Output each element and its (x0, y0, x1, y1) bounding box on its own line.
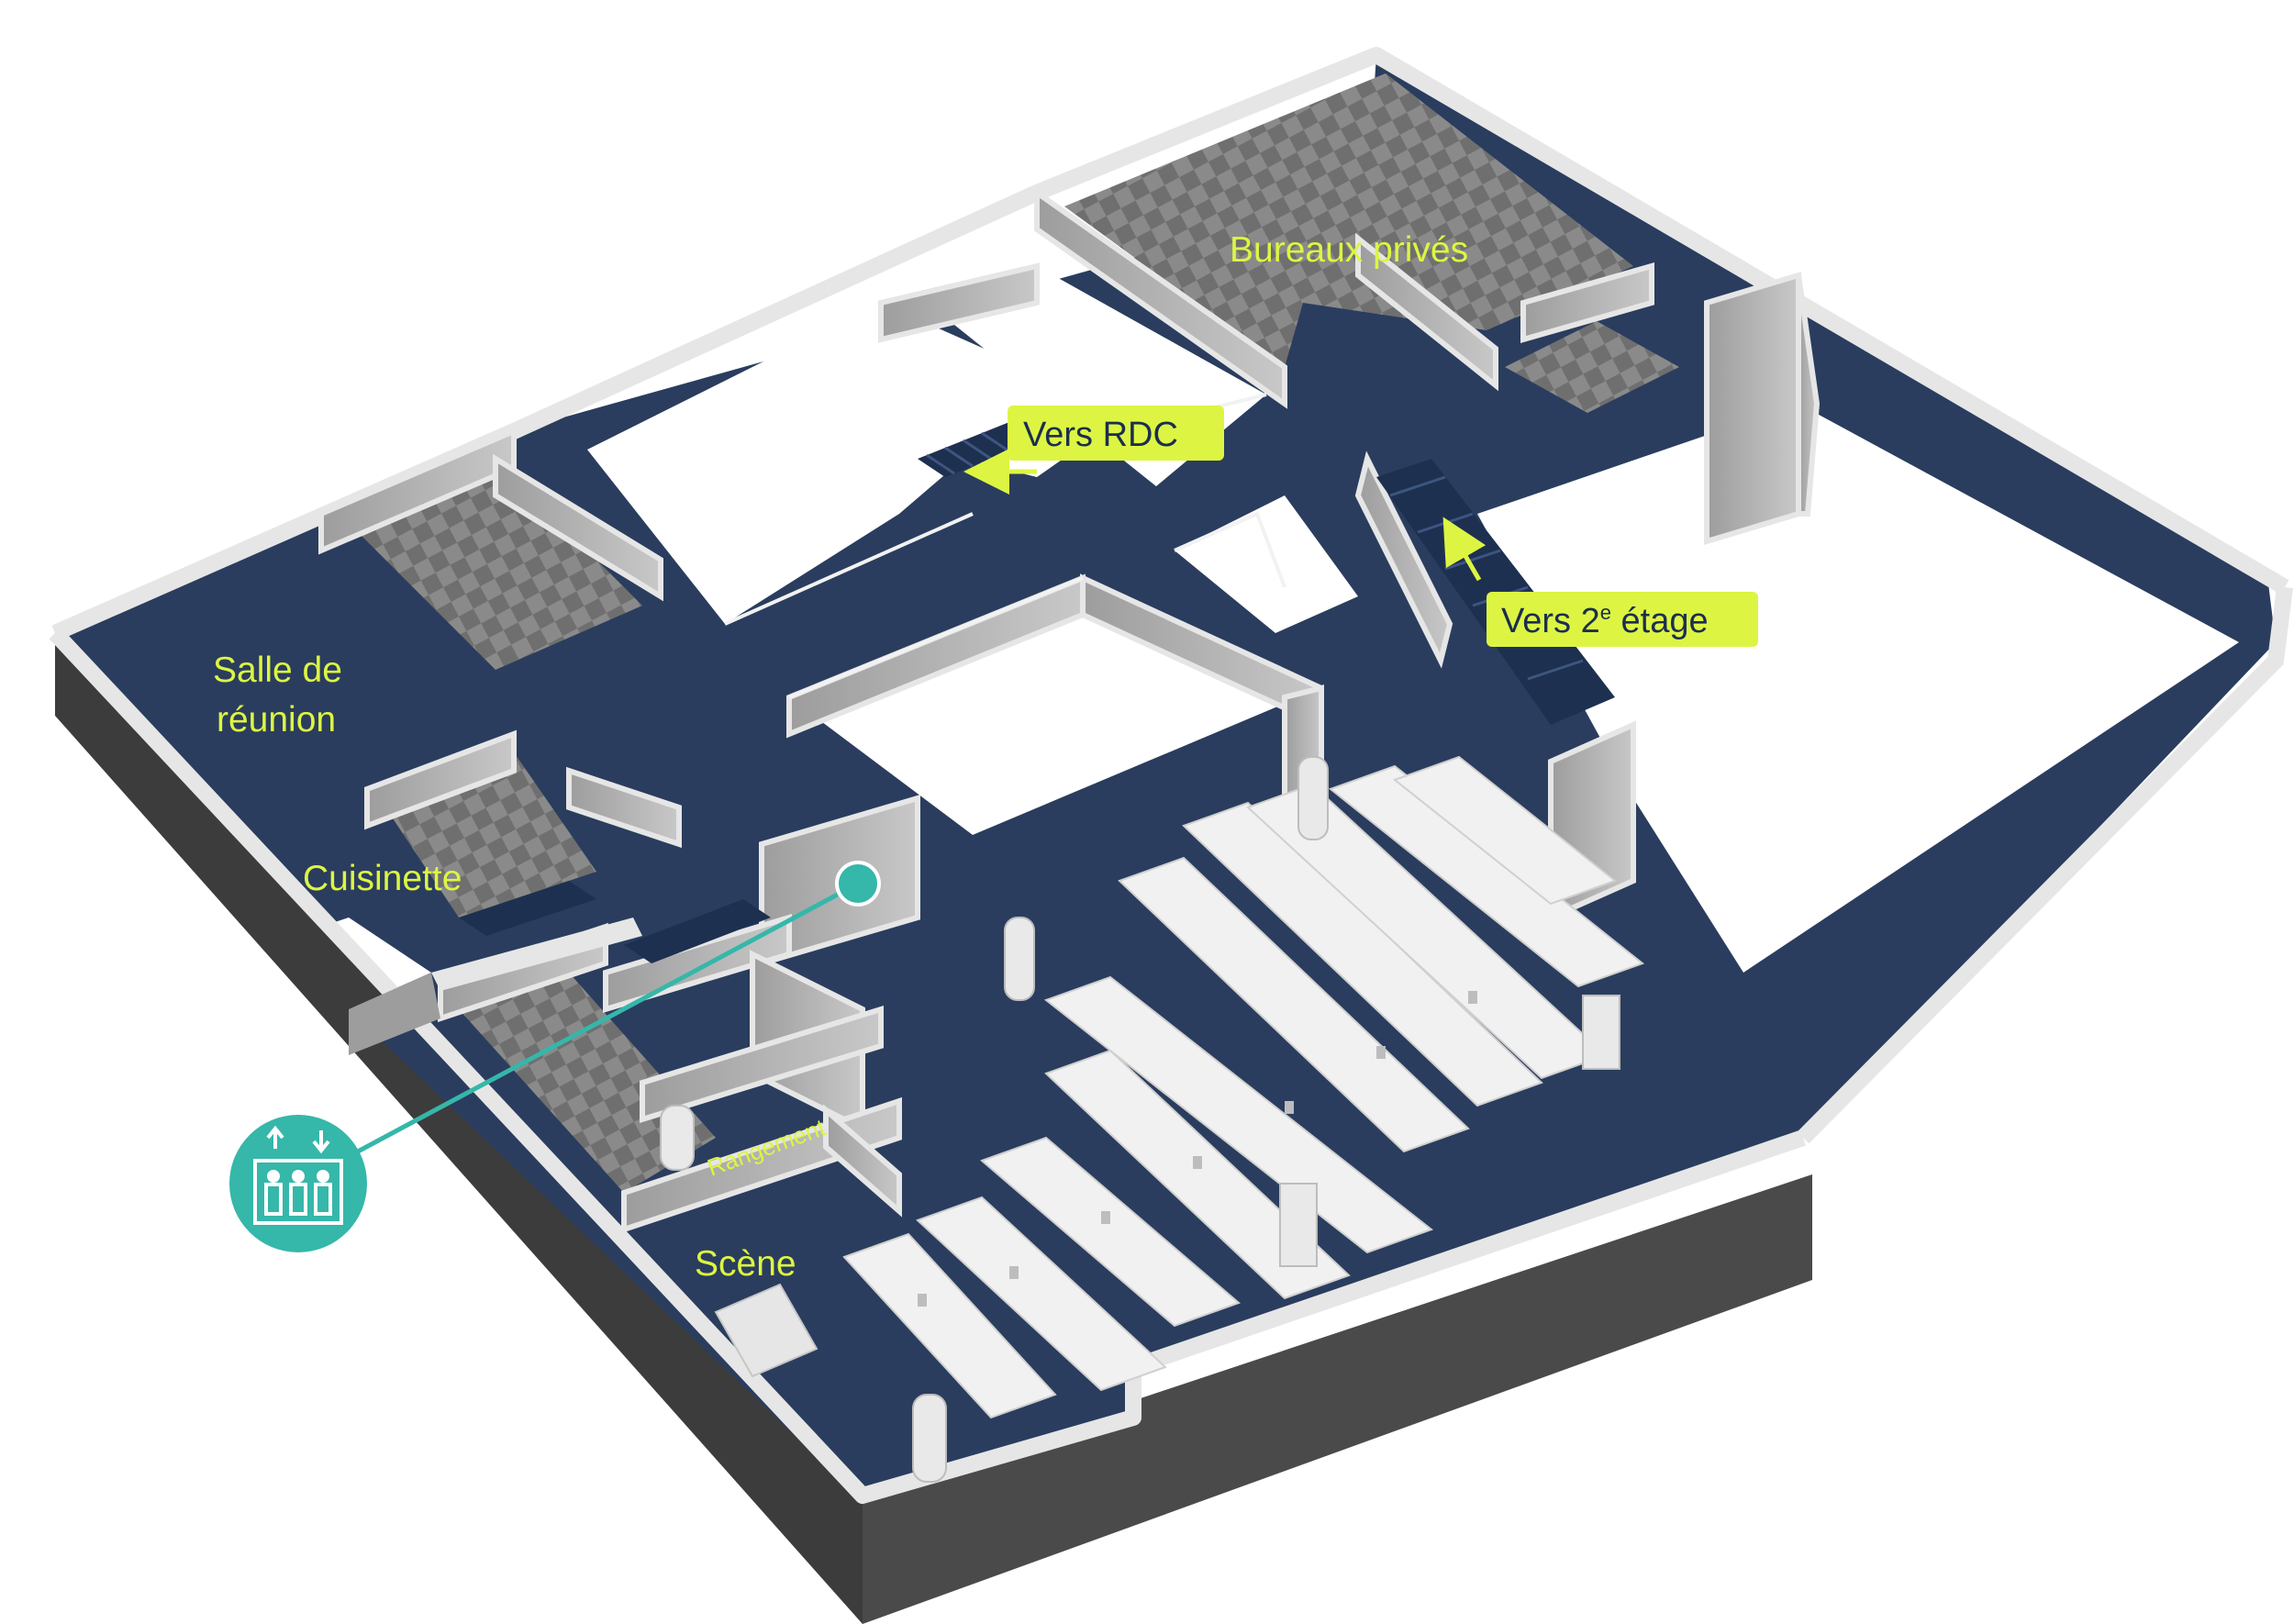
staircase-lower (459, 881, 771, 963)
table-row (1044, 1049, 1351, 1300)
building-outer-side (55, 633, 863, 1624)
checker-room-lower (459, 973, 716, 1193)
table-row (1328, 764, 1645, 988)
label-bureaux-prives: Bureaux privés (1230, 230, 1468, 270)
column (1279, 1183, 1318, 1267)
vers-2e-etage-callout[interactable]: Vers 2e étage (1442, 517, 1758, 647)
vers-2e-etage-badge[interactable] (1487, 592, 1758, 647)
label-cuisinette: Cuisinette (303, 859, 462, 898)
elevator-glyph (253, 1125, 343, 1225)
table-row (1118, 856, 1470, 1153)
outer-wall-right (1797, 585, 2293, 1144)
chair (1193, 1156, 1202, 1169)
checker-room-top-left (349, 459, 642, 670)
lower-left-wall-top (431, 918, 642, 991)
chair (918, 1294, 927, 1307)
vers-rdc-label: Vers RDC (1023, 416, 1178, 454)
label-scene: Scène (695, 1244, 796, 1284)
elevator-location-dot[interactable] (835, 861, 881, 907)
building-front-side (863, 1174, 1812, 1624)
table-row (1043, 975, 1434, 1254)
outer-wall-front (49, 627, 1806, 1504)
chair (1101, 1211, 1110, 1224)
void-right-large (1477, 404, 2239, 973)
vers-2e-etage-label: Vers 2e étage (1501, 601, 1709, 640)
vers-2e-suffix: étage (1611, 602, 1709, 640)
lower-left-wall-side (349, 973, 440, 1055)
chair (1285, 1101, 1294, 1114)
column (1582, 995, 1620, 1070)
chair (1468, 991, 1477, 1004)
table-row (1392, 755, 1618, 906)
label-salle-de-reunion-line1: Salle de (213, 651, 342, 690)
elevator-callout (229, 861, 881, 1252)
vers-2e-sup: e (1600, 601, 1611, 624)
chair (1009, 1266, 1019, 1279)
stage-platform (714, 1283, 818, 1378)
arrow-up-left-icon (1442, 517, 1487, 582)
chair (1376, 1046, 1386, 1059)
elevator-connector-line (356, 881, 860, 1154)
void-top-left (587, 303, 1129, 624)
table-row (916, 1196, 1167, 1392)
table-row (842, 1232, 1057, 1419)
vers-rdc-badge[interactable] (1008, 406, 1224, 461)
table-row (1182, 801, 1543, 1107)
bureaux-prives-zone (1064, 73, 1633, 367)
column (1297, 756, 1329, 840)
column (1004, 917, 1035, 1001)
column (912, 1394, 947, 1483)
vers-2e-prefix: Vers 2 (1501, 602, 1600, 640)
column (660, 1105, 695, 1171)
bureaux-side-room (1505, 321, 1679, 413)
columns (660, 756, 1620, 1483)
conference-seating (842, 755, 1645, 1419)
table-row (980, 1136, 1241, 1328)
vers-rdc-callout[interactable]: Vers RDC (963, 406, 1224, 495)
label-salle-de-reunion-line2: réunion (217, 700, 336, 740)
